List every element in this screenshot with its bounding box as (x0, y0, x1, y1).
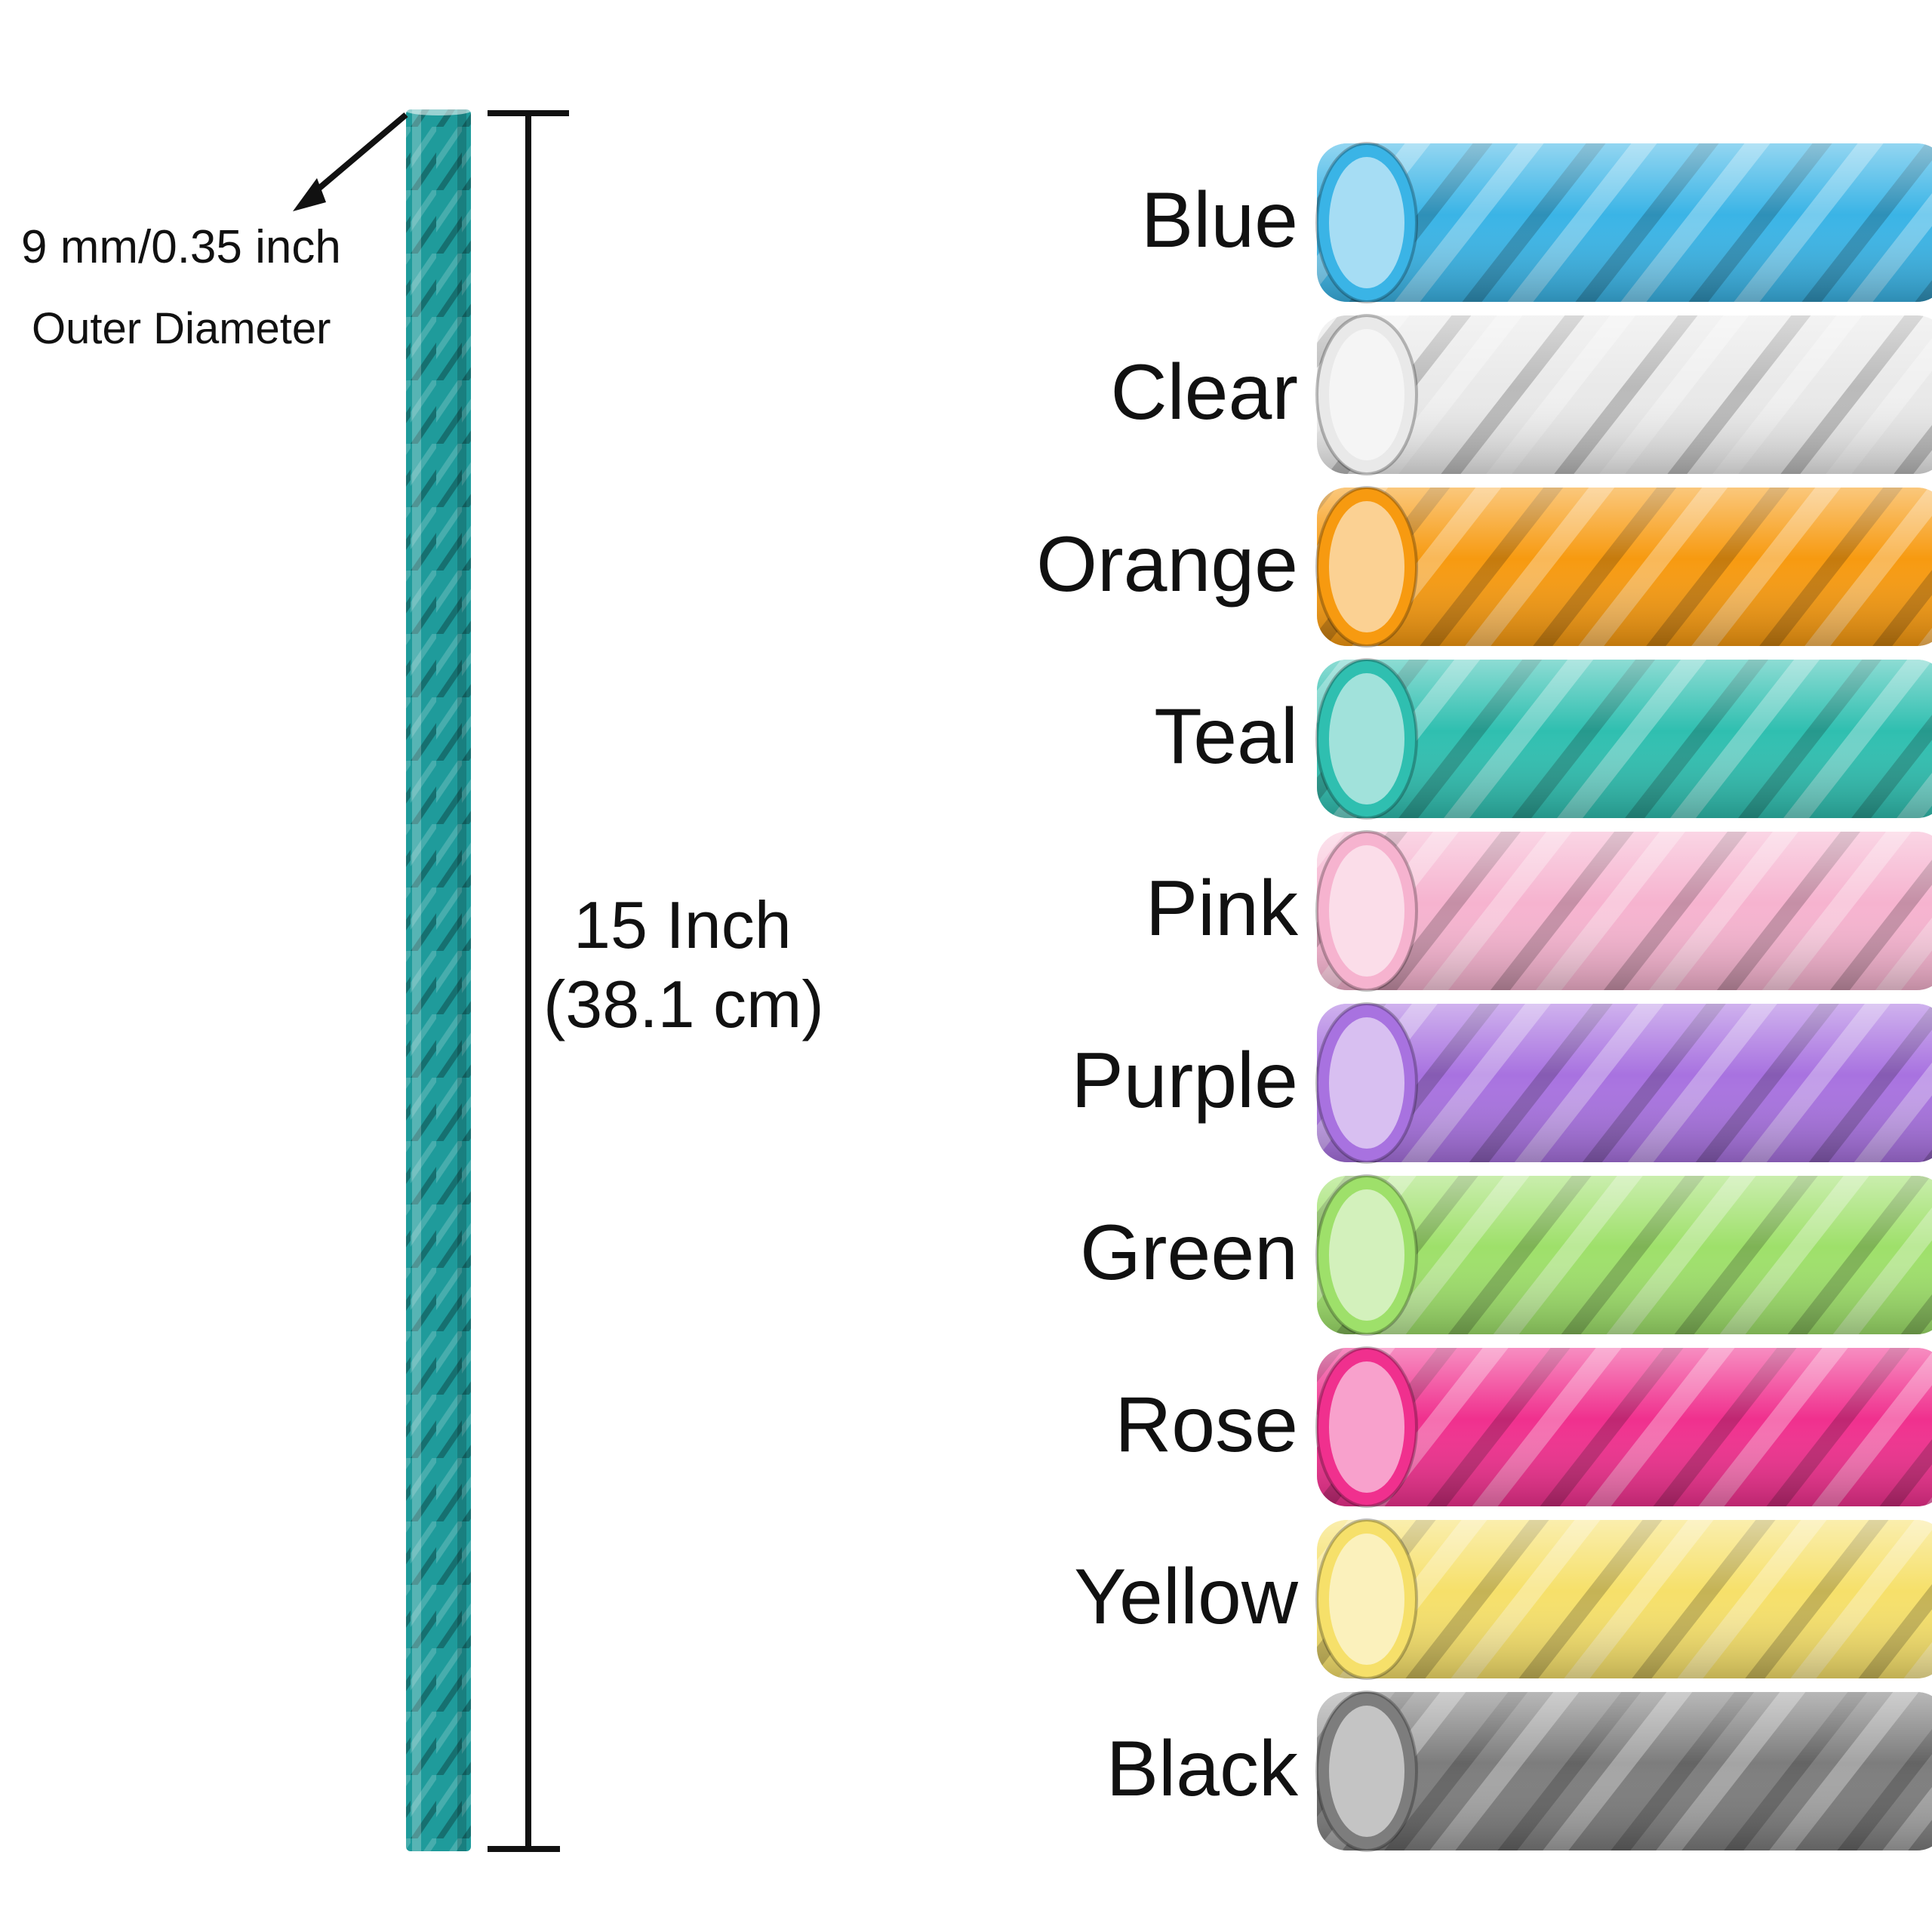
length-dimension-line (488, 110, 569, 1852)
diameter-size-text: 9 mm/0.35 inch (21, 221, 341, 273)
straw-tube-blue (1315, 142, 1932, 303)
sample-straw (406, 106, 471, 1851)
straw-tube-orange (1315, 486, 1932, 648)
color-label-green: Green (1079, 1209, 1298, 1297)
color-label-black: Black (1106, 1725, 1298, 1813)
straw-tube-yellow (1315, 1518, 1932, 1680)
length-cm-text: (38.1 cm) (543, 967, 824, 1041)
straw-tube-purple (1315, 1002, 1932, 1164)
length-inches-text: 15 Inch (574, 888, 792, 962)
color-label-yellow: Yellow (1074, 1553, 1298, 1641)
diameter-label: Outer Diameter (32, 304, 331, 353)
color-label-purple: Purple (1071, 1037, 1298, 1124)
color-label-clear: Clear (1110, 349, 1298, 436)
straw-tube-rose (1315, 1346, 1932, 1508)
color-label-pink: Pink (1145, 865, 1298, 952)
straw-tube-clear (1315, 314, 1932, 475)
straw-tube-black (1315, 1690, 1932, 1852)
color-label-blue: Blue (1140, 177, 1298, 264)
diameter-arrow (293, 112, 408, 211)
color-label-rose: Rose (1115, 1381, 1298, 1469)
color-label-teal: Teal (1154, 693, 1298, 780)
color-label-orange: Orange (1036, 521, 1298, 608)
straw-tube-teal (1315, 658, 1932, 820)
straw-tube-green (1315, 1174, 1932, 1336)
straw-tube-pink (1315, 830, 1932, 992)
